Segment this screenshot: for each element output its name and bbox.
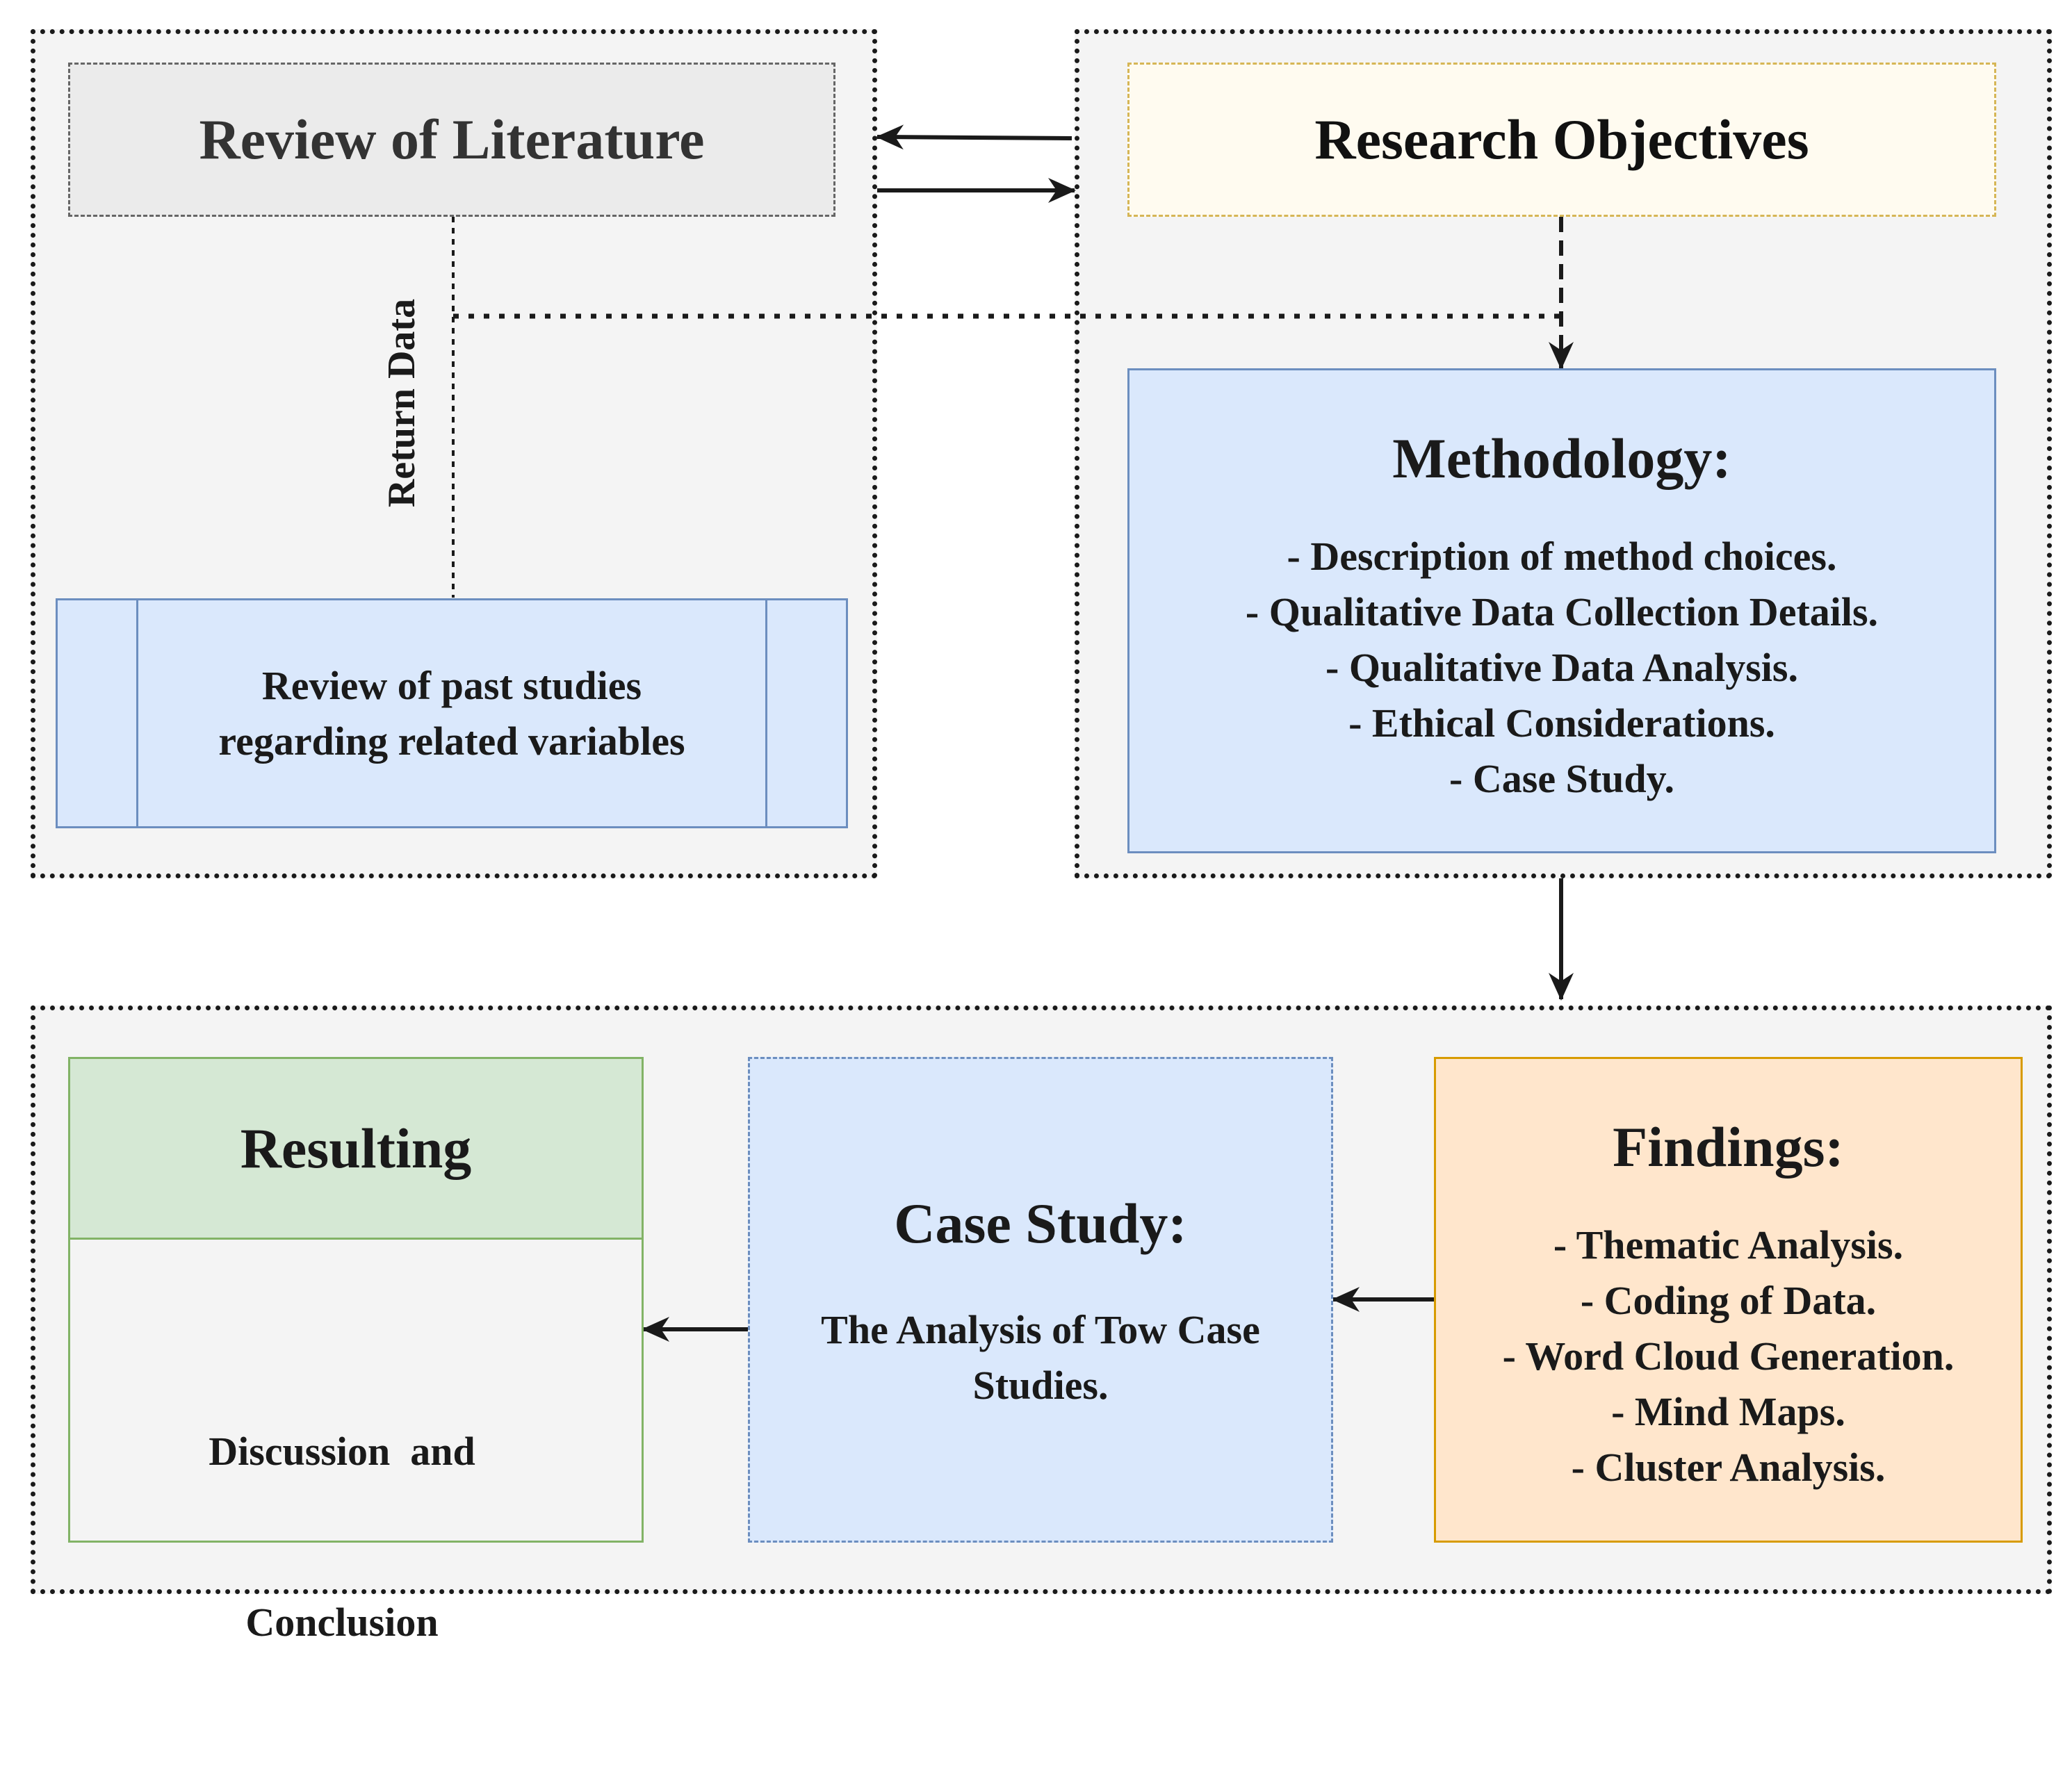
resulting-header: Resulting <box>70 1059 642 1240</box>
past-studies-right-bar <box>765 600 767 826</box>
case-study-body-line1: The Analysis of Tow Case <box>821 1307 1260 1352</box>
methodology-title: Methodology: <box>1392 427 1731 490</box>
methodology-list: - Description of method choices. - Quali… <box>1129 529 1994 807</box>
review-of-literature-title: Review of Literature <box>199 108 705 171</box>
findings-item: - Cluster Analysis. <box>1571 1445 1886 1490</box>
review-of-literature-box: Review of Literature <box>68 63 835 217</box>
findings-list: - Thematic Analysis. - Coding of Data. -… <box>1436 1217 2021 1495</box>
findings-item: - Mind Maps. <box>1611 1389 1845 1434</box>
past-studies-text-line1: Review of past studies <box>261 662 642 708</box>
research-objectives-title: Research Objectives <box>1314 108 1809 171</box>
methodology-item: - Description of method choices. <box>1287 534 1837 579</box>
connector-layer <box>452 124 1574 1342</box>
case-study-body: The Analysis of Tow Case Studies. <box>750 1302 1331 1413</box>
case-study-box: Case Study: The Analysis of Tow Case Stu… <box>748 1057 1333 1543</box>
past-studies-box: Review of past studies regarding related… <box>56 598 848 828</box>
methodology-item: - Qualitative Data Analysis. <box>1325 645 1798 690</box>
arrow-objectives-to-literature <box>876 124 1072 150</box>
resulting-body-line2: Conclusion <box>245 1600 439 1645</box>
resulting-box: Resulting Discussion and Conclusion <box>68 1057 644 1645</box>
past-studies-left-bar <box>136 600 138 826</box>
findings-item: - Coding of Data. <box>1580 1278 1877 1323</box>
methodology-item: - Qualitative Data Collection Details. <box>1245 589 1879 634</box>
findings-item: - Thematic Analysis. <box>1553 1222 1904 1267</box>
findings-title: Findings: <box>1613 1115 1844 1179</box>
methodology-box: Methodology: - Description of method cho… <box>1127 368 1996 853</box>
case-study-body-line2: Studies. <box>972 1363 1109 1408</box>
past-studies-text-line2: regarding related variables <box>218 718 685 764</box>
case-study-title: Case Study: <box>894 1192 1187 1255</box>
research-objectives-box: Research Objectives <box>1127 63 1996 217</box>
resulting-title: Resulting <box>240 1116 472 1180</box>
resulting-body-line1: Discussion and <box>209 1429 475 1474</box>
methodology-item: - Case Study. <box>1449 756 1674 801</box>
findings-box: Findings: - Thematic Analysis. - Coding … <box>1434 1057 2023 1543</box>
methodology-item: - Ethical Considerations. <box>1348 700 1775 746</box>
findings-item: - Word Cloud Generation. <box>1502 1333 1955 1379</box>
resulting-body: Discussion and Conclusion <box>70 1309 642 1765</box>
